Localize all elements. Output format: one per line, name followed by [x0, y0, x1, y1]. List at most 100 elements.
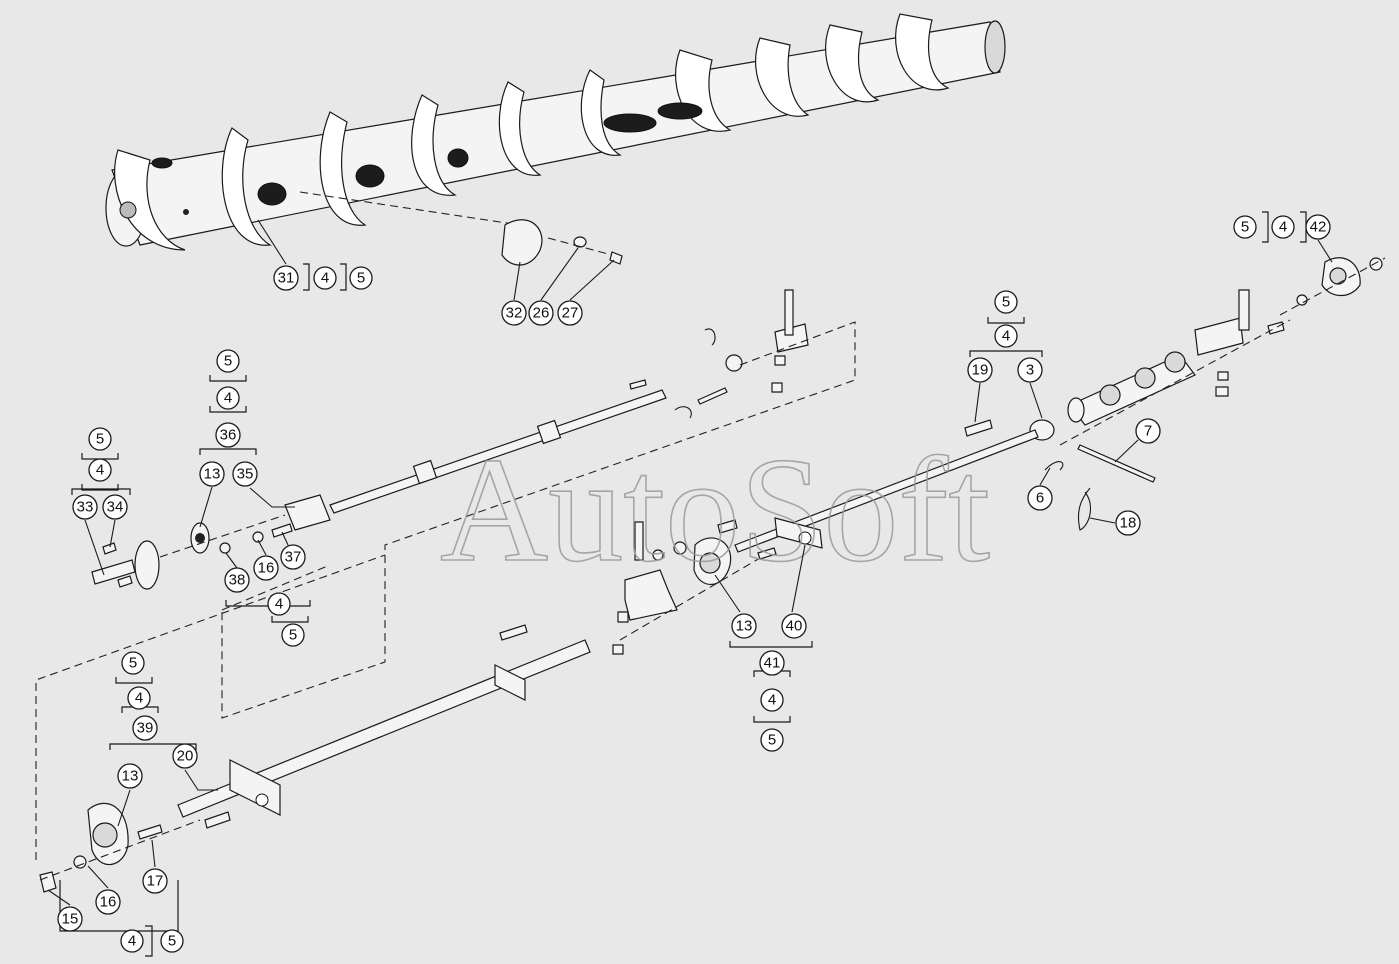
svg-text:38: 38 — [229, 572, 246, 589]
svg-text:19: 19 — [972, 362, 989, 379]
callout-36: 36 — [215, 422, 241, 448]
callout-5: 5 — [216, 349, 240, 373]
svg-text:4: 4 — [96, 462, 104, 479]
svg-text:5: 5 — [224, 353, 232, 370]
svg-text:5: 5 — [357, 270, 365, 287]
callout-5: 5 — [1233, 215, 1257, 239]
svg-text:13: 13 — [204, 466, 221, 483]
svg-text:13: 13 — [736, 618, 753, 635]
callout-17: 17 — [142, 868, 168, 894]
callout-4: 4 — [1271, 215, 1295, 239]
svg-text:32: 32 — [506, 305, 523, 322]
svg-text:34: 34 — [107, 499, 124, 516]
svg-text:39: 39 — [137, 720, 154, 737]
svg-text:5: 5 — [1002, 294, 1010, 311]
callout-3: 3 — [1017, 357, 1043, 383]
svg-text:17: 17 — [147, 873, 164, 890]
svg-text:4: 4 — [1002, 328, 1010, 345]
callout-4: 4 — [267, 592, 291, 616]
callout-16: 16 — [253, 555, 279, 581]
svg-text:31: 31 — [278, 270, 295, 287]
auger-assembly — [105, 13, 1006, 251]
callout-26: 26 — [528, 300, 554, 326]
callout-7: 7 — [1135, 418, 1161, 444]
svg-text:4: 4 — [768, 692, 776, 709]
svg-text:4: 4 — [135, 690, 143, 707]
callout-6: 6 — [1027, 485, 1053, 511]
svg-text:18: 18 — [1120, 515, 1137, 532]
svg-text:27: 27 — [562, 305, 579, 322]
svg-text:3: 3 — [1026, 362, 1034, 379]
auger-cover-parts — [299, 191, 623, 266]
callout-20: 20 — [172, 743, 198, 769]
left-stub-shaft — [91, 514, 293, 590]
callout-5: 5 — [994, 290, 1018, 314]
svg-text:6: 6 — [1036, 490, 1044, 507]
svg-text:35: 35 — [237, 466, 254, 483]
lower-shaft-assembly — [35, 554, 591, 893]
svg-text:16: 16 — [100, 894, 117, 911]
callout-33: 33 — [72, 494, 98, 520]
callout-16: 16 — [95, 889, 121, 915]
callout-27: 27 — [557, 300, 583, 326]
shaft-assembly-center — [221, 289, 856, 719]
callout-5: 5 — [281, 623, 305, 647]
svg-text:20: 20 — [177, 748, 194, 765]
callout-19: 19 — [967, 357, 993, 383]
svg-text:5: 5 — [1241, 219, 1249, 236]
callout-4: 4 — [760, 688, 784, 712]
svg-text:7: 7 — [1144, 423, 1152, 440]
svg-text:4: 4 — [275, 596, 283, 613]
callout-40: 40 — [781, 613, 807, 639]
callout-42: 42 — [1305, 214, 1331, 240]
callout-13: 13 — [199, 461, 225, 487]
callout-5: 5 — [121, 651, 145, 675]
callout-5: 5 — [760, 728, 784, 752]
leader-lines — [47, 211, 1333, 957]
svg-text:5: 5 — [289, 627, 297, 644]
svg-text:42: 42 — [1310, 219, 1327, 236]
callout-41: 41 — [759, 650, 785, 676]
callout-39: 39 — [132, 715, 158, 741]
callout-15: 15 — [57, 906, 83, 932]
callout-34: 34 — [102, 494, 128, 520]
svg-text:5: 5 — [129, 655, 137, 672]
svg-text:40: 40 — [786, 618, 803, 635]
callouts: 31 4 5 32 26 27 5 4 33 34 5 4 36 13 35 3… — [57, 214, 1331, 953]
svg-text:4: 4 — [321, 270, 329, 287]
callout-13: 13 — [117, 763, 143, 789]
callout-38: 38 — [224, 567, 250, 593]
svg-text:26: 26 — [533, 305, 550, 322]
svg-text:36: 36 — [220, 427, 237, 444]
svg-text:41: 41 — [764, 655, 781, 672]
callout-31: 31 — [273, 265, 299, 291]
svg-text:4: 4 — [224, 390, 232, 407]
svg-text:4: 4 — [1279, 219, 1287, 236]
callout-13: 13 — [731, 613, 757, 639]
svg-text:5: 5 — [96, 431, 104, 448]
callout-4: 4 — [216, 386, 240, 410]
svg-text:4: 4 — [128, 933, 136, 950]
watermark-text: AutoSoft — [440, 427, 990, 593]
svg-text:5: 5 — [168, 933, 176, 950]
right-drive-parts — [612, 257, 1386, 655]
svg-text:15: 15 — [62, 911, 79, 928]
callout-35: 35 — [232, 461, 258, 487]
callout-4: 4 — [994, 324, 1018, 348]
callout-5: 5 — [88, 427, 112, 451]
callout-37: 37 — [280, 544, 306, 570]
svg-text:16: 16 — [258, 560, 275, 577]
svg-text:13: 13 — [122, 768, 139, 785]
svg-text:5: 5 — [768, 732, 776, 749]
callout-4: 4 — [313, 266, 337, 290]
svg-text:37: 37 — [285, 549, 302, 566]
callout-4: 4 — [120, 929, 144, 953]
callout-5: 5 — [160, 929, 184, 953]
callout-32: 32 — [501, 300, 527, 326]
callout-5: 5 — [349, 266, 373, 290]
svg-text:33: 33 — [77, 499, 94, 516]
callout-18: 18 — [1115, 510, 1141, 536]
callout-4: 4 — [127, 686, 151, 710]
